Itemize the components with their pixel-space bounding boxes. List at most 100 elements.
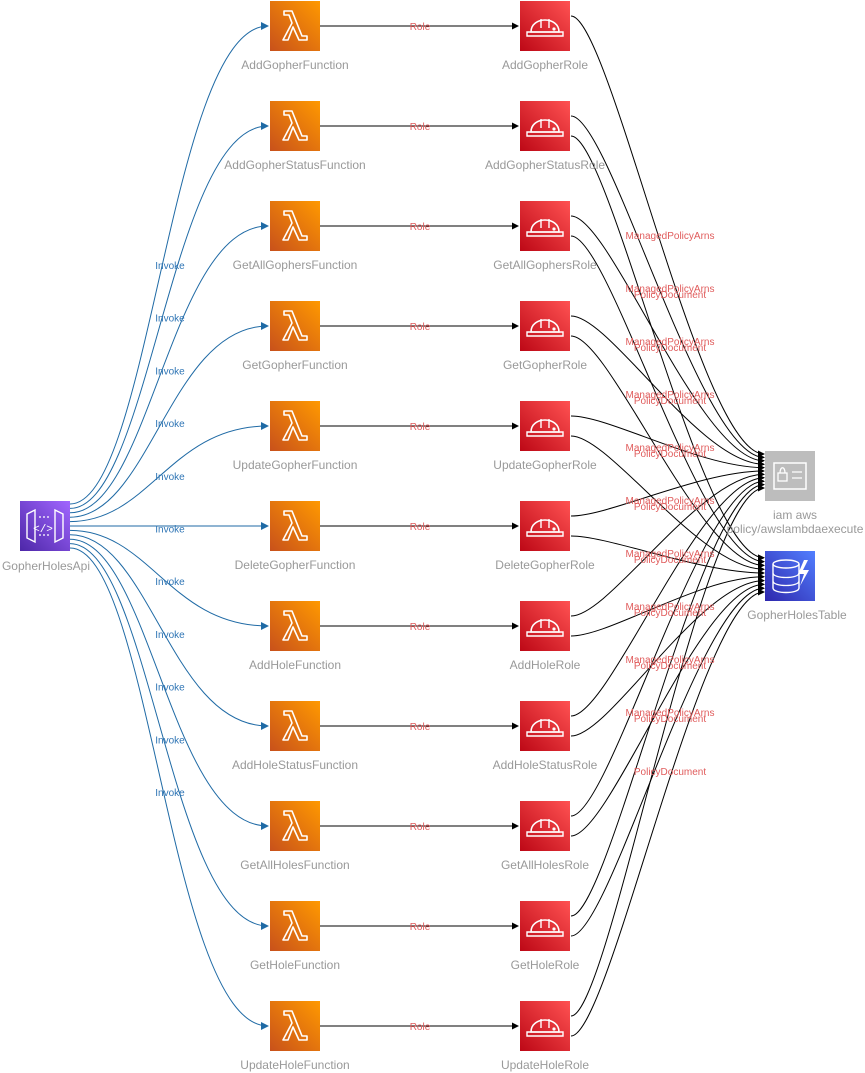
api-gateway-node[interactable]: </>GopherHolesApi [2,501,90,573]
role-edge-label: Role [410,522,431,533]
iam-role-node[interactable]: GetAllHolesRole [501,801,589,872]
iam-role-node[interactable]: DeleteGopherRole [495,501,595,572]
iam-role-node[interactable]: GetAllGophersRole [493,201,597,272]
lambda-function-node[interactable]: AddGopherFunction [241,1,349,72]
lambda-function-node[interactable]: AddHoleFunction [249,601,341,672]
iam-role-icon[interactable] [520,101,570,151]
invoke-edge [69,547,269,1030]
iam-role-icon[interactable] [520,1001,570,1051]
lambda-icon[interactable] [270,501,320,551]
dynamodb-table-node[interactable]: GopherHolesTable [747,551,847,622]
managed-policy-edge [570,415,765,472]
policy-document-label: PolicyDocument [634,661,706,672]
iam-role-icon[interactable] [520,801,570,851]
invoke-edge-label: Invoke [155,314,185,325]
lambda-icon[interactable] [270,801,320,851]
iam-role-icon[interactable] [520,301,570,351]
invoke-edge [69,422,269,523]
lambda-icon[interactable] [270,901,320,951]
policy-document-edge [570,335,765,569]
lambda-function-node[interactable]: UpdateHoleFunction [240,1001,350,1072]
managed-policy-edge [570,215,765,465]
lambda-icon[interactable] [270,1001,320,1051]
iam-role-node[interactable]: AddGopherRole [502,1,588,72]
policy-document-label: PolicyDocument [634,290,706,301]
lambda-function-node[interactable]: GetGopherFunction [242,301,348,372]
invoke-edge-label: Invoke [155,366,185,377]
iam-role-icon[interactable] [520,901,570,951]
managed-policy-edge [570,470,765,617]
managed-policy-arns-label: ManagedPolicyArns [626,284,715,295]
lambda-icon[interactable] [270,701,320,751]
role-edge-label: Role [410,922,431,933]
dynamodb-icon [765,551,815,601]
iam-role-icon[interactable] [520,501,570,551]
lambda-function-node[interactable]: GetAllHolesFunction [240,801,350,872]
managed-policy-arns-label: ManagedPolicyArns [626,602,715,613]
iam-role-node[interactable]: UpdateGopherRole [493,401,597,472]
iam-role-icon[interactable] [520,1,570,51]
function-label: GetAllGophersFunction [233,258,358,272]
policy-document-edge [570,535,765,577]
lambda-function-node[interactable]: AddGopherStatusFunction [224,101,366,172]
iam-role-node[interactable]: UpdateHoleRole [501,1001,589,1072]
lambda-function-node[interactable]: DeleteGopherFunction [235,501,356,572]
invoke-edge [69,122,269,509]
function-label: AddHoleFunction [249,658,341,672]
role-edge-label: Role [410,822,431,833]
managed-policy-arns-label: ManagedPolicyArns [626,655,715,666]
invoke-edge [69,222,269,514]
function-label: AddGopherStatusFunction [224,158,365,172]
invoke-edge [69,543,269,930]
managed-policy-edge [570,115,765,461]
managed-policy-arns-label: ManagedPolicyArns [626,390,715,401]
invoke-edge [69,322,269,518]
role-edge-label: Role [410,22,431,33]
function-label: UpdateHoleFunction [240,1058,349,1072]
lambda-function-node[interactable]: AddHoleStatusFunction [232,701,358,772]
managed-policy-arns-label: ManagedPolicyArns [626,231,715,242]
invoke-edge-label: Invoke [155,525,185,536]
policy-document-label: PolicyDocument [634,449,706,460]
iam-role-node[interactable]: GetGopherRole [503,301,587,372]
role-edge-label: Role [410,1022,431,1033]
lambda-function-node[interactable]: GetAllGophersFunction [233,201,358,272]
function-label: AddHoleStatusFunction [232,758,358,772]
iam-role-icon[interactable] [520,601,570,651]
invoke-edge [69,534,269,730]
managed-policy-edge [570,315,765,468]
lambda-icon[interactable] [270,201,320,251]
iam-role-icon[interactable] [520,401,570,451]
managed-policy-arns-label: ManagedPolicyArns [626,496,715,507]
function-label: UpdateGopherFunction [233,458,358,472]
invoke-edge-label: Invoke [155,472,185,483]
policy-document-edge [570,135,765,562]
role-edge-label: Role [410,722,431,733]
iam-role-node[interactable]: AddHoleStatusRole [493,701,598,772]
managed-policy-arns-label: ManagedPolicyArns [626,443,715,454]
lambda-function-node[interactable]: GetHoleFunction [250,901,340,972]
policy-document-label: PolicyDocument [634,555,706,566]
managed-policy-edge [570,484,765,1017]
iam-role-icon[interactable] [520,201,570,251]
invoke-edge-label: Invoke [155,630,185,641]
managed-policy-arns-label: ManagedPolicyArns [626,708,715,719]
lambda-icon[interactable] [270,1,320,51]
lambda-function-node[interactable]: UpdateGopherFunction [233,401,358,472]
iam-role-node[interactable]: AddHoleRole [510,601,581,672]
function-label: GetAllHolesFunction [240,858,349,872]
role-label: UpdateHoleRole [501,1058,589,1072]
invoke-edge [69,22,269,505]
lambda-icon[interactable] [270,601,320,651]
iam-role-icon[interactable] [520,701,570,751]
role-label: GetGopherRole [503,358,587,372]
iam-role-node[interactable]: GetHoleRole [511,901,580,972]
lambda-icon[interactable] [270,101,320,151]
role-edge-label: Role [410,622,431,633]
iam-role-node[interactable]: AddGopherStatusRole [485,101,605,172]
api-gateway-icon: </> [20,501,70,551]
lambda-icon[interactable] [270,301,320,351]
lambda-icon[interactable] [270,401,320,451]
